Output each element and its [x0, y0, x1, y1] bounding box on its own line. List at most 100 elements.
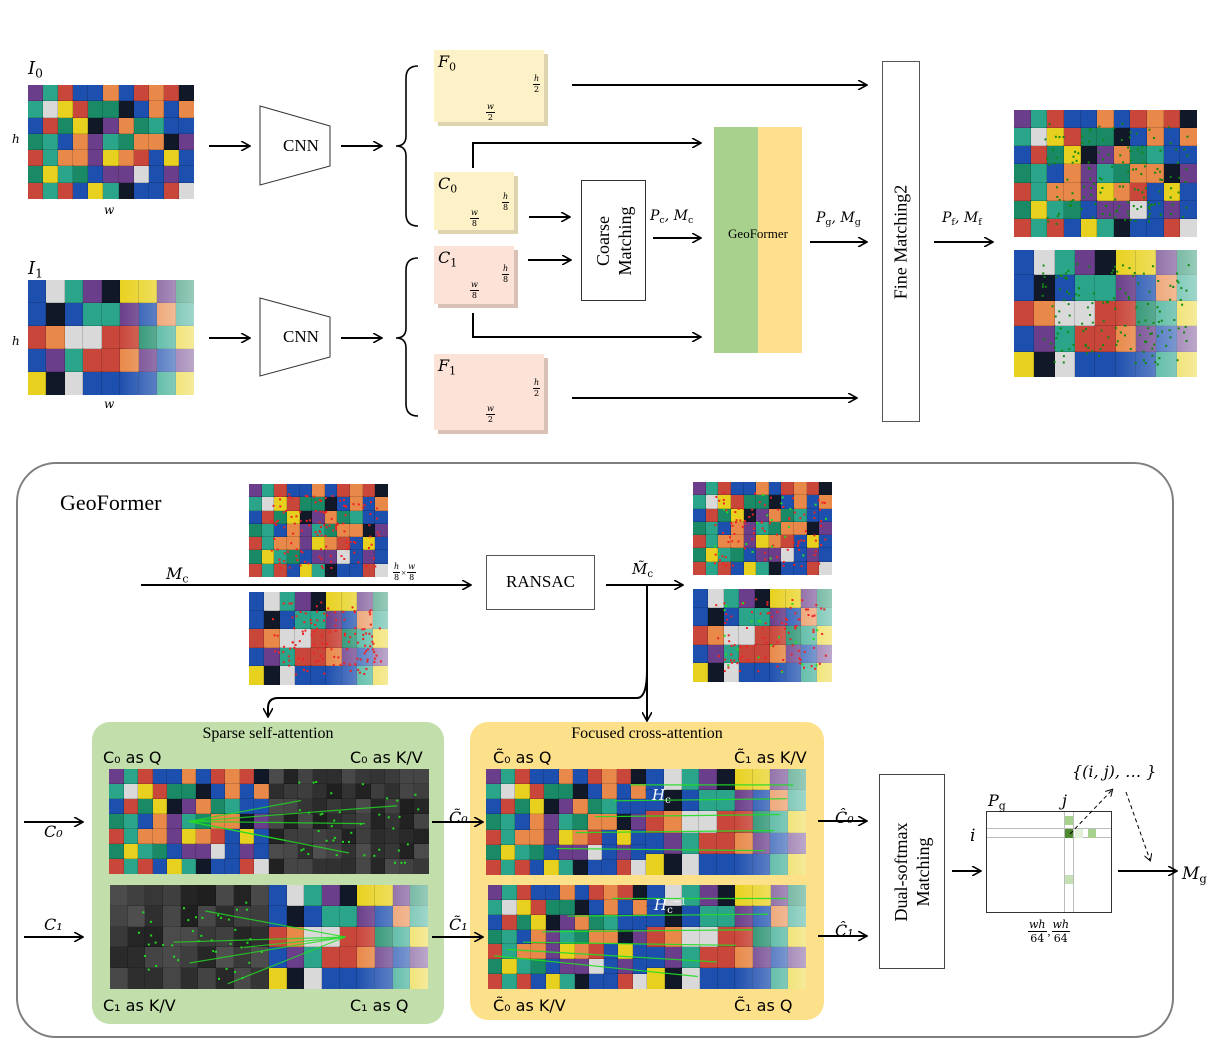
image-tile: [515, 958, 533, 976]
keypoint: [714, 524, 717, 527]
keypoint: [1056, 195, 1059, 198]
keypoint-overlay: [715, 598, 827, 673]
image-tile: [398, 798, 416, 815]
keypoint: [1042, 264, 1045, 267]
ransac-matches-image-bottom: [693, 589, 832, 682]
keypoint: [1115, 210, 1118, 213]
keypoint: [282, 602, 285, 605]
keypoint: [330, 825, 333, 828]
image-tile: [166, 813, 183, 830]
keypoint: [318, 498, 321, 501]
image-tile: [166, 783, 183, 800]
keypoint: [1177, 327, 1180, 330]
keypoint: [317, 830, 320, 833]
matrix-column-j: [1064, 812, 1074, 912]
keypoint: [787, 525, 790, 528]
keypoint: [816, 629, 819, 632]
keypoint: [714, 553, 717, 556]
sparse-caption-bottom-left: C₁ as K/V: [103, 996, 176, 1015]
keypoint: [293, 522, 296, 525]
keypoint: [1076, 263, 1079, 266]
image-tile: [249, 509, 263, 525]
keypoint: [357, 561, 360, 564]
homography-label: Hc: [652, 786, 671, 807]
image-tile: [793, 560, 808, 575]
image-tile: [1046, 181, 1065, 202]
keypoint: [275, 523, 278, 526]
keypoint: [818, 508, 821, 511]
keypoint: [810, 665, 813, 668]
image-tile: [122, 828, 140, 845]
keypoint: [1059, 274, 1062, 277]
keypoint: [1181, 303, 1184, 306]
image-tile: [122, 798, 140, 815]
image-tile: [132, 132, 150, 152]
keypoint: [1185, 289, 1188, 292]
image-tile: [340, 769, 358, 785]
image-tile: [573, 943, 591, 961]
image-tile: [1079, 110, 1099, 130]
image-tile: [1129, 110, 1149, 130]
keypoint: [282, 651, 285, 654]
keypoint: [785, 619, 788, 622]
keypoint: [1100, 329, 1103, 332]
image-tile: [374, 522, 388, 539]
keypoint: [372, 557, 375, 560]
image-tile: [253, 828, 270, 845]
keypoint: [368, 611, 371, 614]
keypoint: [274, 650, 277, 653]
keypoint: [343, 634, 346, 637]
image-tile: [57, 100, 75, 119]
keypoint: [1099, 348, 1102, 351]
image-tile: [355, 828, 372, 845]
keypoint: [315, 605, 318, 608]
image-tile: [197, 885, 217, 907]
image-tile: [615, 798, 633, 816]
image-tile: [1062, 181, 1082, 202]
keypoint: [149, 920, 152, 923]
keypoint: [1159, 149, 1162, 152]
image-tile: [177, 100, 194, 119]
image-tile: [573, 913, 591, 931]
keypoint: [417, 808, 420, 811]
keypoint: [325, 545, 328, 548]
width-label: w: [104, 203, 115, 217]
image-tile: [1046, 217, 1065, 237]
image-tile: [1096, 110, 1115, 130]
keypoint-overlay: [272, 601, 382, 676]
keypoint: [323, 647, 326, 650]
image-tile: [177, 85, 194, 103]
image-tile: [72, 116, 90, 135]
image-tile: [729, 507, 745, 523]
output-match-image-top: [1014, 110, 1197, 237]
keypoint: [1084, 344, 1087, 347]
keypoint: [301, 630, 304, 633]
keypoint: [794, 641, 797, 644]
keypoint: [1055, 156, 1058, 159]
image-tile: [617, 885, 634, 901]
keypoint: [772, 645, 775, 648]
keypoint: [1053, 360, 1056, 363]
image-tile: [144, 946, 164, 970]
image-tile: [1146, 217, 1165, 237]
image-tile: [144, 885, 164, 907]
image-tile: [147, 132, 165, 152]
keypoint: [814, 503, 817, 506]
keypoint: [346, 548, 349, 551]
image-tile: [195, 798, 212, 815]
keypoint: [1081, 135, 1084, 138]
keypoint: [1156, 363, 1159, 366]
keypoint: [1127, 210, 1130, 213]
image-tile: [282, 843, 300, 860]
keypoint: [348, 545, 351, 548]
keypoint: [777, 508, 780, 511]
image-tile: [1096, 127, 1115, 148]
keypoint: [1142, 272, 1145, 275]
keypoint: [1132, 274, 1135, 277]
image-tile: [780, 494, 796, 510]
keypoint: [747, 659, 750, 662]
keypoint: [750, 620, 753, 623]
keypoint: [325, 839, 328, 842]
image-tile: [717, 482, 732, 497]
keypoint: [726, 511, 729, 514]
